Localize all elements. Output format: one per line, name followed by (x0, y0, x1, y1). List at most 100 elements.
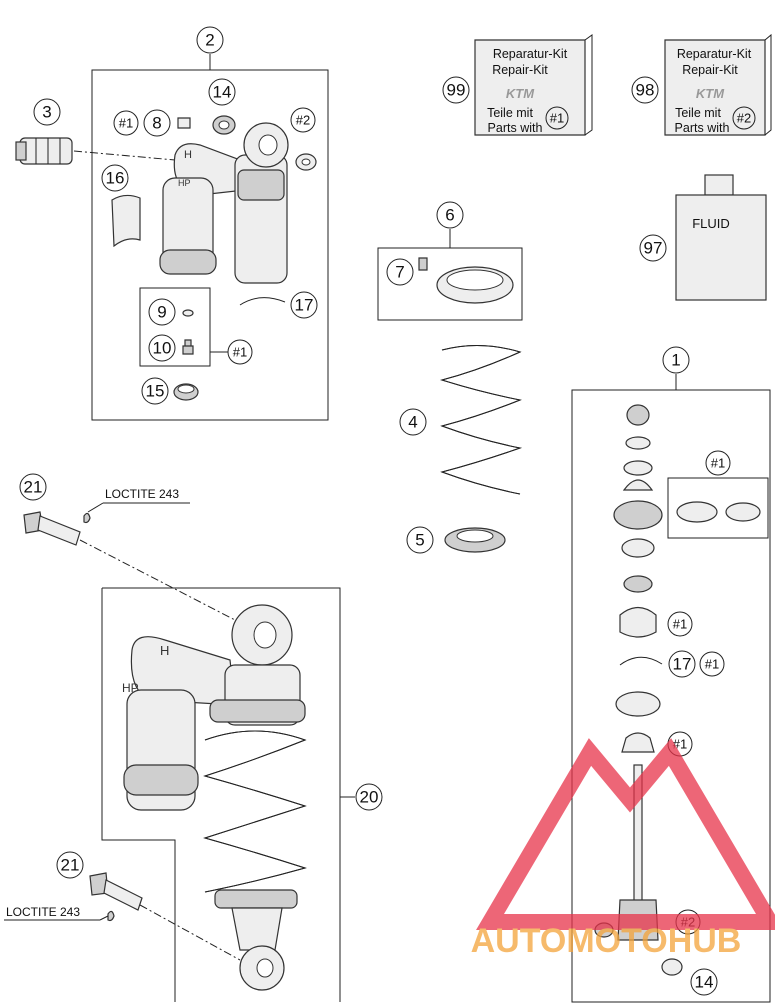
callout-circle (208, 78, 236, 106)
leader-line (139, 904, 241, 961)
callout-14: 14 (213, 83, 232, 102)
assembly-1-group: 1 #1 #1 17 #1 #1 #2 14 (571, 346, 771, 1003)
kit-line-3: Teile mit (675, 106, 721, 120)
callout-circle (290, 107, 316, 133)
callout-circle (690, 968, 718, 996)
kit-line-4: Parts with (675, 121, 730, 135)
sub-frame (377, 247, 523, 321)
piston-part (613, 500, 663, 530)
callout-14: 14 (695, 973, 714, 992)
washer-part (623, 575, 653, 593)
callout-circle (406, 526, 434, 554)
ref-tag: #1 (550, 111, 564, 126)
assembly-2-group: 2 3 16 #1 8 14 #2 (15, 26, 329, 421)
callout-circle (668, 650, 696, 678)
callout-1: 1 (671, 351, 680, 370)
callout-circle (143, 109, 171, 137)
callout-17: 17 (295, 296, 314, 315)
callout-circle (442, 76, 470, 104)
circlip-part (619, 656, 663, 666)
ktm-logo: KTM (506, 86, 535, 101)
ref-tag: #2 (737, 111, 751, 126)
seal-head-part (619, 606, 657, 638)
callout-9: 9 (157, 303, 166, 322)
watermark: AUTOMOTOHUB (471, 738, 775, 960)
spring-retainer-group: 6 7 (377, 201, 523, 321)
kit-line-1: Reparatur-Kit (677, 47, 752, 61)
watermark-logo (476, 738, 775, 930)
ref-tag: #2 (296, 113, 310, 128)
callout-circle (732, 106, 756, 130)
washer-part (661, 958, 683, 976)
callout-97: 97 (644, 239, 663, 258)
leader-line (79, 539, 236, 621)
nut-part (626, 404, 650, 426)
callout-4: 4 (408, 413, 417, 432)
kit-line-4: Parts with (488, 121, 543, 135)
bolt-shaft-part (37, 515, 81, 546)
callout-circle (667, 611, 693, 637)
compression-adjuster-part (15, 137, 73, 165)
callout-21: 21 (61, 856, 80, 875)
watermark-text: AUTOMOTOHUB (471, 922, 742, 960)
screw-part (418, 257, 428, 271)
spring-part: 4 (399, 344, 522, 495)
kit-line-2: Repair-Kit (492, 63, 548, 77)
callout-3: 3 (42, 103, 51, 122)
loctite-label: LOCTITE 243 (105, 487, 179, 501)
callout-2: 2 (205, 31, 214, 50)
callout-circle (399, 408, 427, 436)
o-ring-part (182, 309, 194, 317)
fluid-label: FLUID (692, 216, 730, 231)
callout-circle (386, 258, 414, 286)
callout-circle (662, 346, 690, 374)
callout-15: 15 (146, 382, 165, 401)
loctite-drop-icon (83, 512, 91, 524)
callout-17: 17 (673, 655, 692, 674)
sub-frame (139, 287, 211, 367)
ref-tag: #1 (119, 116, 133, 131)
callout-16: 16 (106, 169, 125, 188)
shim-part (621, 538, 655, 558)
repair-kit-99: 99 Reparatur-Kit Repair-Kit KTM Teile mi… (442, 34, 593, 136)
callout-5: 5 (415, 531, 424, 550)
loctite-label: LOCTITE 243 (6, 905, 80, 919)
callout-circle (699, 651, 725, 677)
callout-circle (148, 334, 176, 362)
leader-line (87, 502, 104, 513)
ref-tag: #1 (705, 657, 719, 672)
shock-body-part: H HP (159, 122, 289, 284)
complete-shock-part: H HP (122, 604, 307, 991)
sub-frame (667, 477, 769, 539)
kit-line-3: Teile mit (487, 106, 533, 120)
callout-circle (705, 450, 731, 476)
ref-tag: #1 (233, 345, 247, 360)
callout-99: 99 (447, 81, 466, 100)
repair-kit-98: 98 Reparatur-Kit Repair-Kit KTM Teile mi… (631, 33, 772, 136)
leader-line (99, 915, 109, 921)
callout-circle (148, 298, 176, 326)
bleed-valve-part (182, 339, 194, 355)
callout-circle (19, 473, 47, 501)
callout-20: 20 (360, 788, 379, 807)
callout-circle (56, 851, 84, 879)
bump-stop-part (621, 732, 655, 753)
callout-21: 21 (24, 478, 43, 497)
assembly-20-group: 20 H HP (101, 587, 383, 1002)
washer-part (625, 436, 651, 450)
assembly-20-frame (101, 588, 176, 1002)
assembly-1-frame (571, 389, 771, 1003)
callout-circle (290, 291, 318, 319)
callout-circle (113, 110, 139, 136)
callout-8: 8 (152, 114, 161, 133)
loctite-drop-icon (107, 910, 115, 922)
fluid-bottle: FLUID 97 (639, 174, 767, 301)
bumper-cap-part (615, 691, 661, 717)
decal-h: H (160, 643, 169, 658)
callout-circle (355, 783, 383, 811)
bolt-21-bottom: 21 LOCTITE 243 (4, 851, 241, 961)
callout-circle (101, 164, 129, 192)
callout-circle (33, 98, 61, 126)
callout-circle (141, 377, 169, 405)
guide-ring-part (676, 501, 718, 523)
